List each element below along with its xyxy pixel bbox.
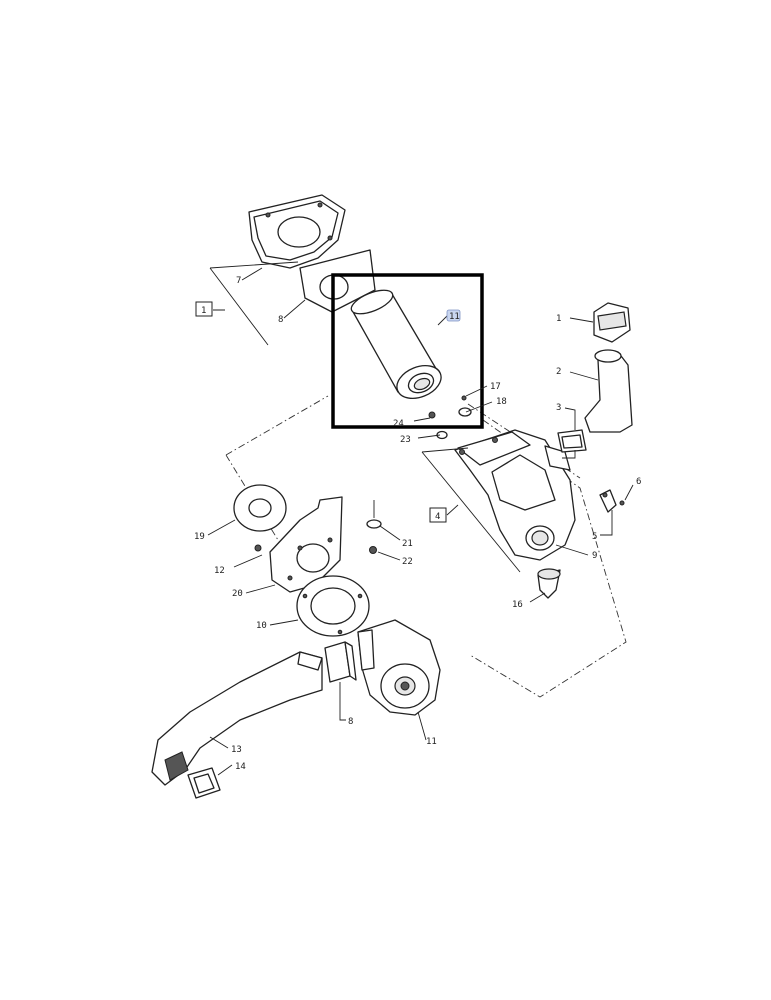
hose-clamp — [599, 489, 625, 513]
callout-12: 12 — [214, 566, 225, 576]
callout-2: 2 — [556, 367, 561, 377]
highlight-box — [331, 273, 484, 429]
foam-block — [324, 641, 357, 683]
callout-24: 24 — [393, 419, 404, 429]
callout-10: 10 — [256, 621, 267, 631]
reference-box-4-label: 4 — [435, 512, 440, 522]
callout-17: 17 — [490, 382, 501, 392]
reference-box-1-label: 1 — [201, 306, 206, 316]
top-cover-plate — [248, 194, 346, 269]
callout-13: 13 — [231, 745, 242, 755]
callout-8: 8 — [278, 315, 283, 325]
hardware-stack — [428, 395, 472, 440]
duct-seal — [187, 767, 221, 799]
highlighted-part-badge — [446, 309, 461, 322]
callout-6: 6 — [636, 477, 641, 487]
callout-8-lower: 8 — [348, 717, 353, 727]
intake-rubber-sleeve — [557, 429, 587, 453]
callout-7: 7 — [236, 276, 241, 286]
reference-box-4 — [429, 507, 447, 523]
washer-bolt — [366, 519, 382, 554]
callout-3: 3 — [556, 403, 561, 413]
bolt-12 — [254, 544, 262, 552]
callout-1: 1 — [556, 314, 561, 324]
callout-22: 22 — [402, 557, 413, 567]
callout-18: 18 — [496, 397, 507, 407]
highlighted-part-label: 11 — [449, 312, 460, 322]
air-filter-housing — [454, 429, 576, 561]
blower-flange-ring — [296, 575, 370, 637]
intake-elbow — [584, 349, 633, 433]
reference-box-1 — [195, 301, 213, 317]
gasket-plate — [299, 249, 376, 313]
blower-unit — [357, 619, 441, 716]
gasket-ring — [233, 484, 287, 532]
callout-14: 14 — [235, 762, 246, 772]
mounting-bracket — [269, 496, 343, 593]
callout-11: 11 — [426, 737, 437, 747]
callout-20: 20 — [232, 589, 243, 599]
callout-23: 23 — [400, 435, 411, 445]
callout-9: 9 — [592, 551, 597, 561]
callout-21: 21 — [402, 539, 413, 549]
air-duct — [151, 651, 323, 786]
callout-19: 19 — [194, 532, 205, 542]
pre-cleaner-cap — [593, 302, 631, 343]
callout-5: 5 — [592, 532, 597, 542]
callout-16: 16 — [512, 600, 523, 610]
filter-element — [350, 289, 442, 400]
dust-valve — [537, 568, 561, 599]
